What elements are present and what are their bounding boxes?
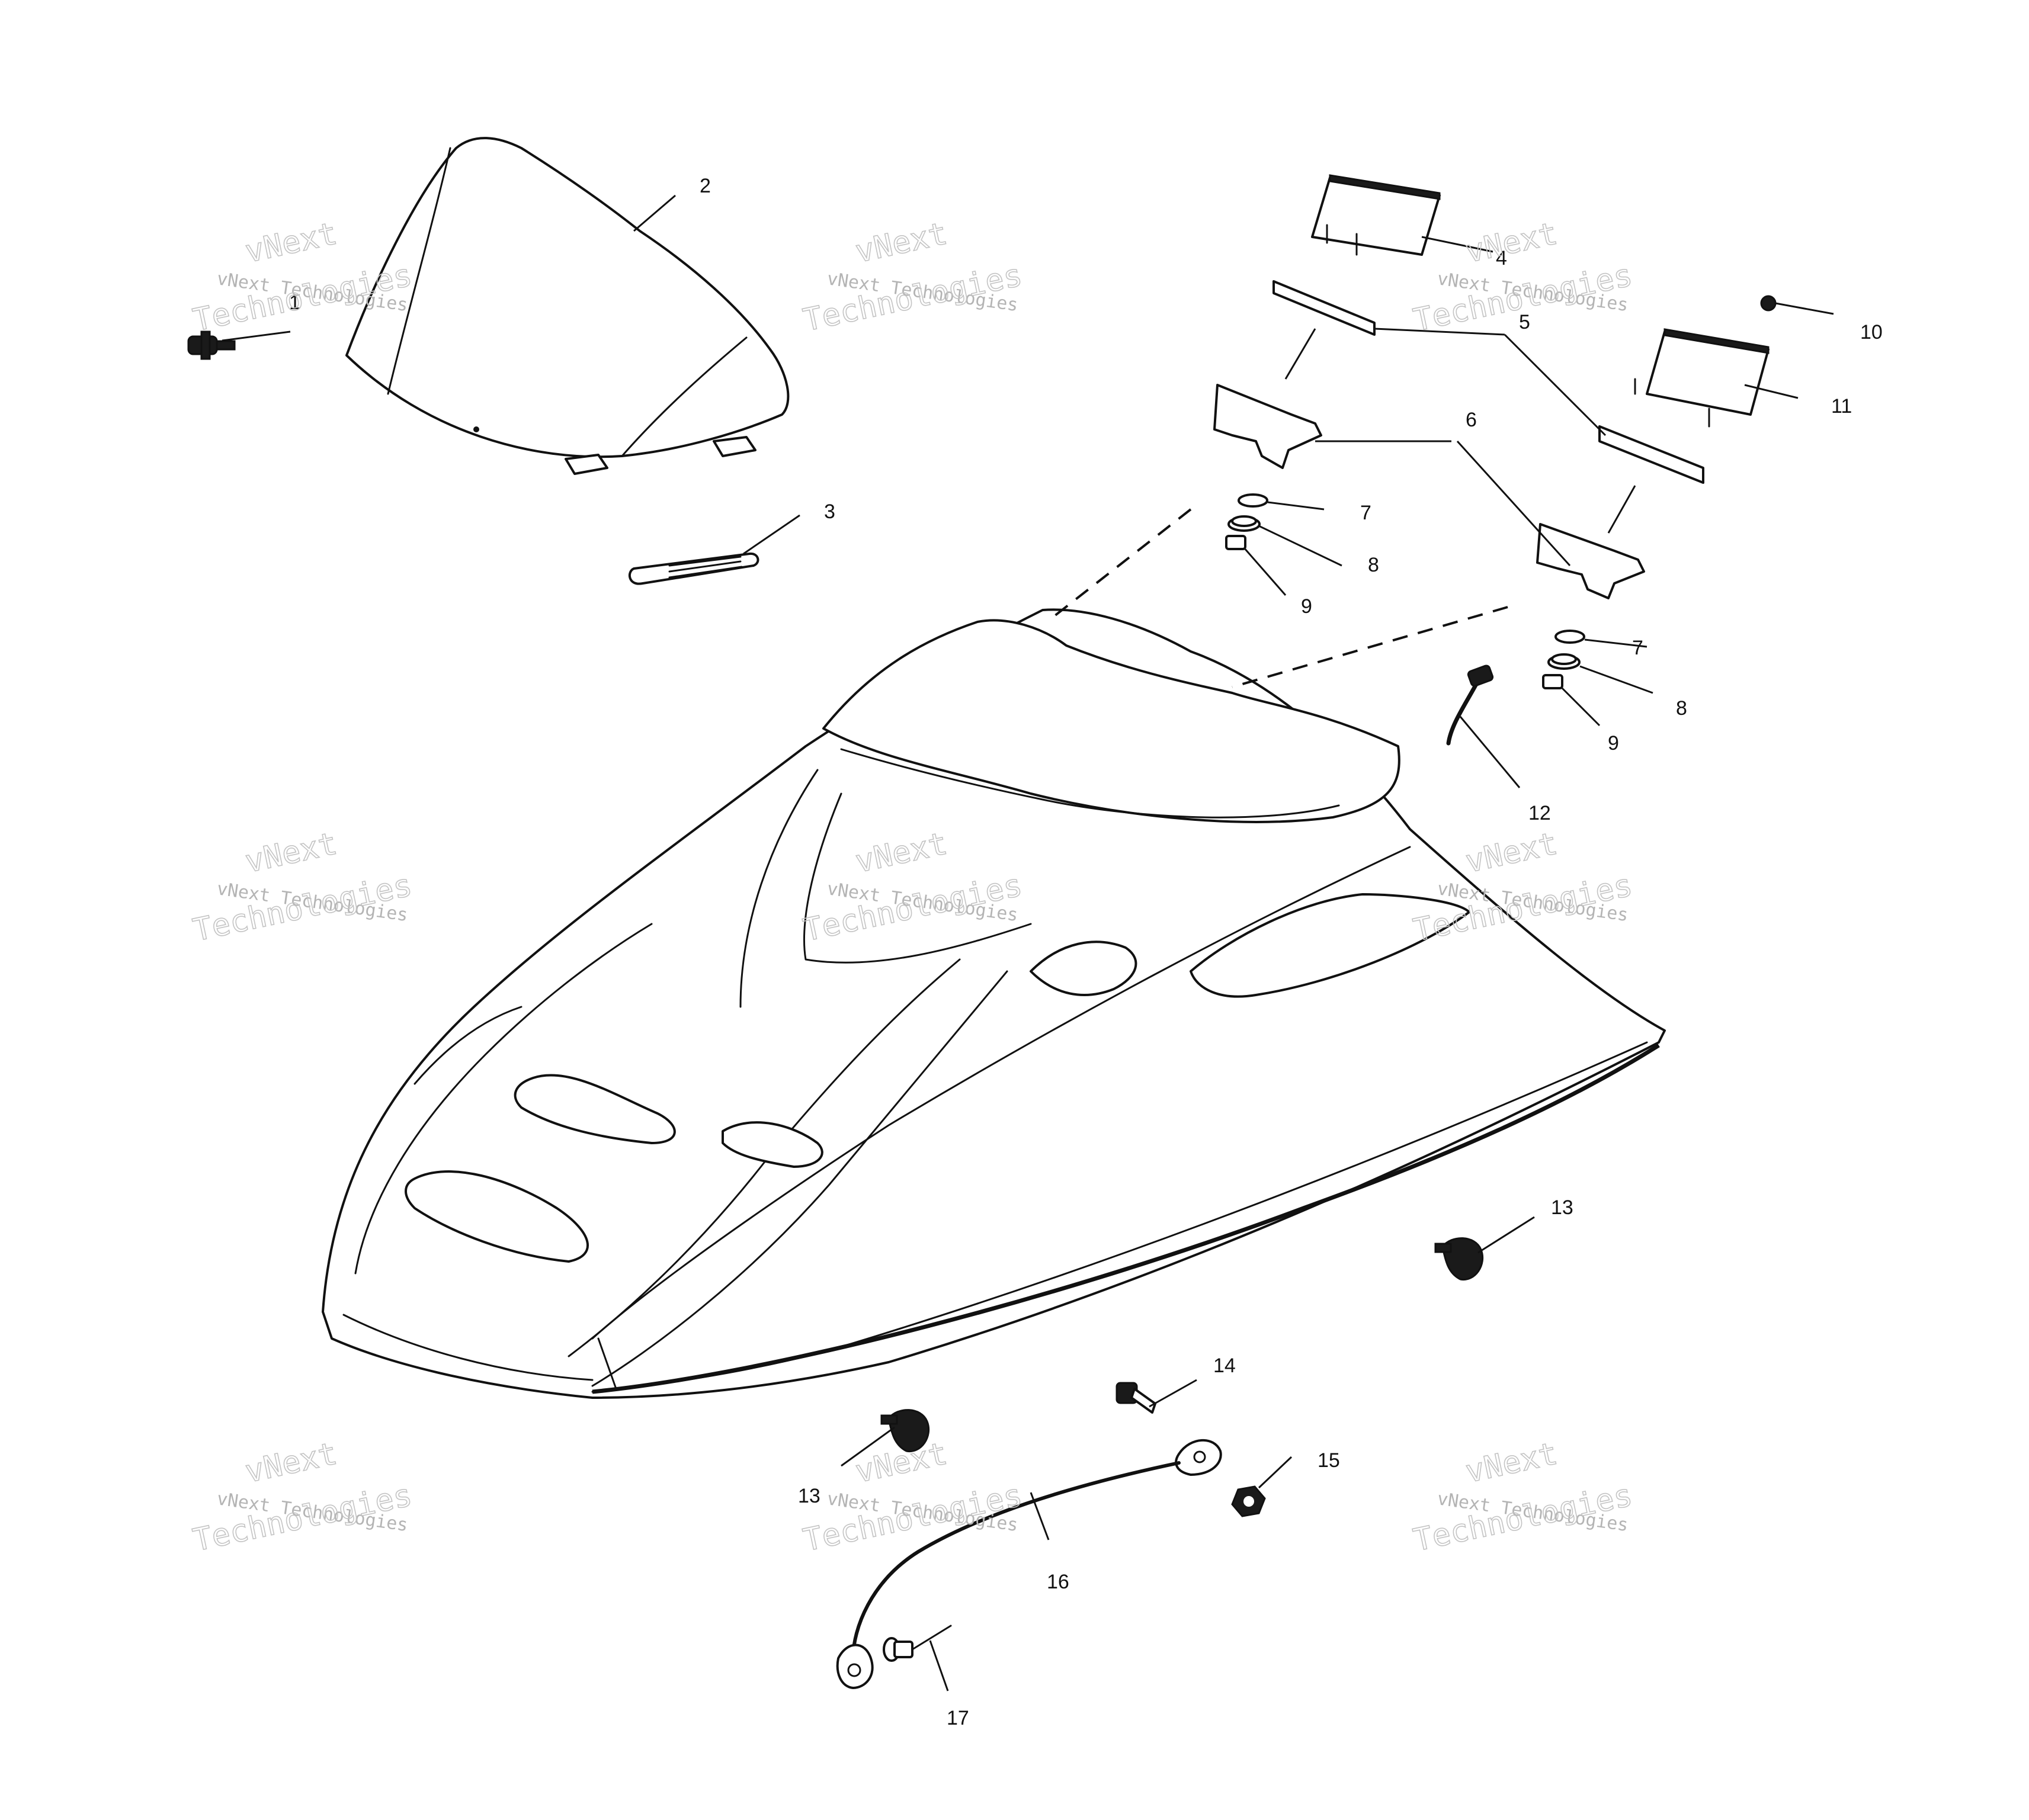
watermark-text: vNext <box>242 1436 341 1490</box>
watermark-text: vNext <box>242 216 341 270</box>
callout-labels: 1 2 3 4 5 6 7 8 9 10 11 7 8 9 12 13 13 1… <box>289 175 1883 1729</box>
rivet-part-17 <box>883 1625 952 1662</box>
watermark: vNext Technologies vNext Technologies <box>800 216 1026 339</box>
assembly-dashes <box>1053 328 1636 688</box>
callout-13-left: 13 <box>798 1485 820 1507</box>
callout-9-right: 9 <box>1608 732 1619 755</box>
nut-part-15 <box>1231 1485 1266 1517</box>
gauge-mount-right-part <box>1536 523 1645 599</box>
gauge-ring-left-part <box>1272 280 1376 336</box>
watermark-text: vNext <box>242 826 341 880</box>
watermark: vNext Technologies vNext Technologies <box>190 1436 416 1559</box>
bolt-part-10 <box>1760 295 1777 312</box>
sensor-wire-part <box>1446 665 1494 746</box>
callout-8-left: 8 <box>1368 554 1379 576</box>
callout-9-left: 9 <box>1301 595 1312 618</box>
watermark-text: vNext <box>852 216 951 270</box>
callout-6: 6 <box>1466 409 1477 431</box>
callout-10: 10 <box>1860 321 1883 344</box>
gauge-left-part <box>1311 174 1441 256</box>
callout-7-right: 7 <box>1632 637 1643 659</box>
callout-1: 1 <box>289 291 300 314</box>
tether-cable-part <box>836 1439 1222 1689</box>
hood-clip-part-13-left <box>880 1409 930 1452</box>
callout-12: 12 <box>1528 802 1551 824</box>
watermark-text: vNext <box>1463 216 1561 270</box>
hood-body-part <box>322 608 1666 1399</box>
watermark-text: vNext <box>1463 826 1561 880</box>
bolt-part-14 <box>1116 1382 1156 1414</box>
callout-2: 2 <box>700 175 711 197</box>
strap-part <box>628 552 759 585</box>
watermark-text: vNext <box>1463 1436 1561 1490</box>
watermark: vNext Technologies vNext Technologies <box>1410 1436 1636 1559</box>
washer-part-7-left <box>1238 493 1268 508</box>
callout-4: 4 <box>1496 247 1507 269</box>
callout-3: 3 <box>824 500 835 523</box>
gauge-mount-left-part <box>1213 384 1322 469</box>
leader-lines <box>222 194 1834 1691</box>
callout-17: 17 <box>947 1707 969 1729</box>
callout-14: 14 <box>1213 1354 1236 1377</box>
watermark: vNext Technologies vNext Technologies <box>800 1436 1026 1559</box>
gauge-ring-right-part <box>1598 425 1704 484</box>
spring-washer-part-8-right <box>1547 653 1581 670</box>
washer-part-7-right <box>1554 630 1585 644</box>
callout-15: 15 <box>1318 1449 1340 1472</box>
callout-11: 11 <box>1831 395 1852 418</box>
callout-8-right: 8 <box>1676 697 1687 720</box>
nut-part-9-left <box>1225 535 1246 550</box>
spring-washer-part-8-left <box>1227 515 1261 532</box>
gauge-right-part <box>1634 328 1770 428</box>
fastener-clip-part <box>187 330 236 360</box>
hood-clip-part-13-right <box>1434 1237 1484 1280</box>
callout-7-left: 7 <box>1360 502 1371 524</box>
callout-16: 16 <box>1047 1571 1069 1593</box>
callout-5: 5 <box>1519 311 1530 333</box>
watermark: vNext Technologies vNext Technologies <box>190 826 416 949</box>
windshield-part <box>345 137 790 475</box>
callout-13-right: 13 <box>1551 1196 1573 1219</box>
nut-part-9-right <box>1542 674 1563 689</box>
